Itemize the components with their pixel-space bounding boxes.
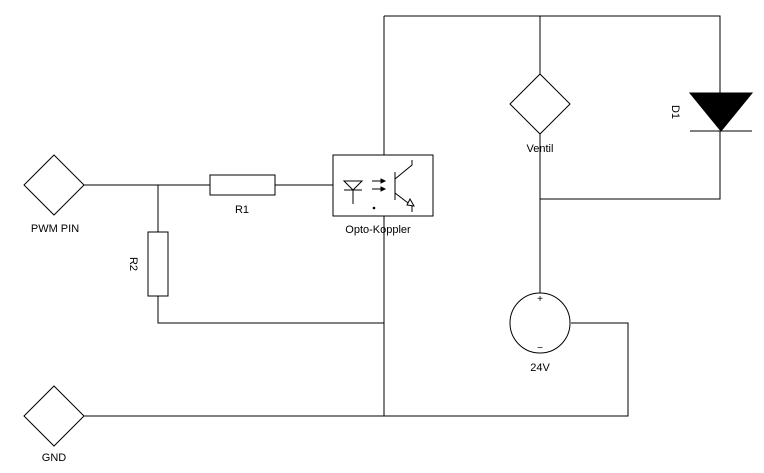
dot-mark <box>372 206 376 210</box>
resistor-icon <box>147 231 169 297</box>
diode-d1: D1 <box>669 92 754 132</box>
ventil: Ventil <box>509 73 571 155</box>
wire-gnd-return <box>84 322 629 417</box>
led-icon <box>342 180 364 191</box>
resistor-r1: R1 <box>209 174 276 216</box>
d1-label: D1 <box>669 105 681 119</box>
minus-sign: − <box>537 343 543 354</box>
diode-icon <box>688 92 754 132</box>
r2-label: R2 <box>127 257 139 271</box>
transistor-collector <box>394 160 413 180</box>
wire-top-diode <box>384 15 721 93</box>
optocoupler: Opto-Koppler <box>332 154 434 236</box>
opto-label: Opto-Koppler <box>345 224 411 236</box>
arrow-head-icon <box>380 186 387 192</box>
gnd-label: GND <box>42 452 67 464</box>
gnd-terminal: GND <box>23 385 85 464</box>
plus-sign: + <box>537 294 543 305</box>
supply-label: 24V <box>530 362 550 374</box>
voltage-source-icon <box>509 292 571 354</box>
r1-label: R1 <box>235 204 249 216</box>
arrow-head-icon <box>380 178 387 184</box>
diamond-terminal-icon <box>23 154 85 216</box>
wires <box>84 15 721 417</box>
resistor-icon <box>209 174 276 196</box>
resistor-r2: R2 <box>127 231 169 297</box>
wire-r2-return <box>157 296 384 324</box>
pwm-pin-terminal: PWM PIN <box>23 154 85 235</box>
voltage-source-24v: + − 24V <box>509 292 571 374</box>
ventil-label: Ventil <box>527 143 554 155</box>
emitter-arrow-icon <box>406 197 415 207</box>
pwm-pin-label: PWM PIN <box>31 223 79 235</box>
diamond-terminal-icon <box>23 385 85 447</box>
diamond-terminal-icon <box>509 73 571 135</box>
wire-diode-return <box>540 131 721 200</box>
